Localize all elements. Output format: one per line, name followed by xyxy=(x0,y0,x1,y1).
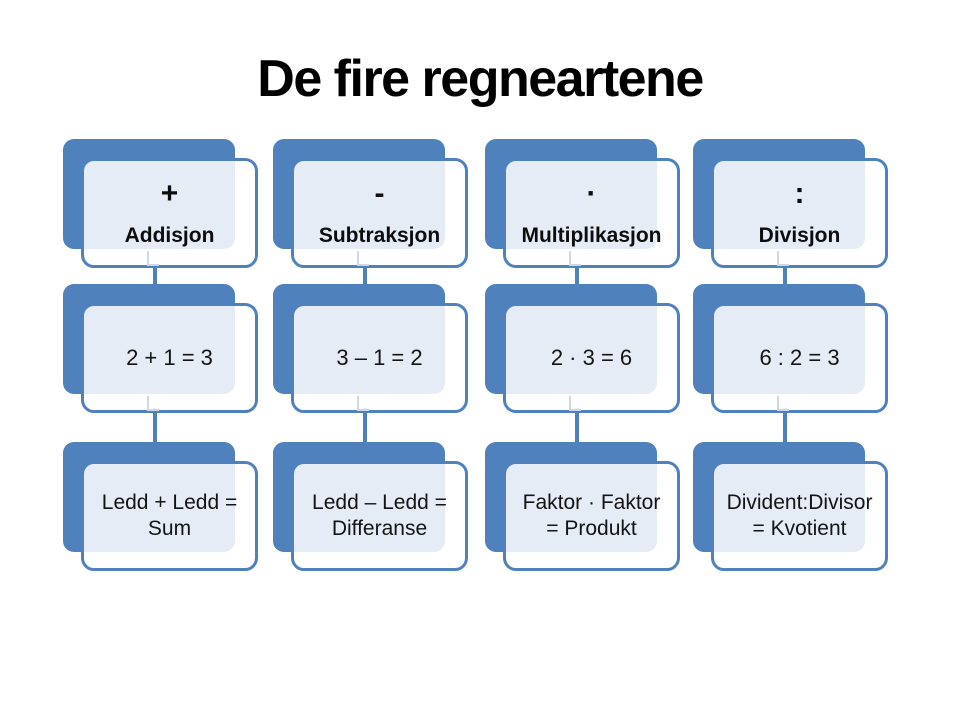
connector-line xyxy=(363,408,367,444)
connector-ghost xyxy=(777,409,789,411)
divide-operator-symbol: : xyxy=(794,176,805,210)
formula-line-2: Differanse xyxy=(331,517,428,540)
connector-ghost xyxy=(147,251,149,266)
connector-ghost xyxy=(147,264,159,266)
connector-ghost xyxy=(777,264,789,266)
operation-label: Addisjon xyxy=(124,223,215,247)
connector-ghost xyxy=(569,409,581,411)
node-addisjon-formula: Ledd + Ledd = Sum xyxy=(63,442,258,571)
multiply-operator-symbol: · xyxy=(586,176,597,210)
equation-text: 2 + 1 = 3 xyxy=(126,345,213,370)
formula-line-2: Sum xyxy=(147,517,192,540)
node-front-box: Faktor · Faktor = Produkt xyxy=(503,461,680,571)
connector-line xyxy=(363,264,367,286)
node-front-box: · Multiplikasjon xyxy=(503,158,680,268)
node-multiplikasjon-formula: Faktor · Faktor = Produkt xyxy=(485,442,680,571)
node-front-box: 2 · 3 = 6 xyxy=(503,303,680,413)
connector-ghost xyxy=(357,409,369,411)
connector-ghost xyxy=(357,264,369,266)
equation-text: 2 · 3 = 6 xyxy=(550,345,633,370)
node-subtraksjon-example: 3 – 1 = 2 xyxy=(273,284,468,413)
equation-text: 6 : 2 = 3 xyxy=(759,345,840,370)
node-subtraksjon-formula: Ledd – Ledd = Differanse xyxy=(273,442,468,571)
equation-text: 3 – 1 = 2 xyxy=(336,345,423,370)
node-addisjon-header: + Addisjon xyxy=(63,139,258,268)
formula-text: Divident:Divisor = Kvotient xyxy=(727,490,873,542)
connector-ghost xyxy=(569,396,571,411)
formula-line-2: = Kvotient xyxy=(752,517,847,540)
node-divisjon-formula: Divident:Divisor = Kvotient xyxy=(693,442,888,571)
connector-line xyxy=(783,264,787,286)
connector-ghost xyxy=(147,409,159,411)
formula-text: Ledd – Ledd = Differanse xyxy=(312,490,447,542)
node-front-box: : Divisjon xyxy=(711,158,888,268)
operation-label: Divisjon xyxy=(758,223,841,247)
minus-operator-symbol: - xyxy=(374,176,385,210)
node-front-box: 3 – 1 = 2 xyxy=(291,303,468,413)
slide-title: De fire regneartene xyxy=(257,50,704,108)
plus-operator-symbol: + xyxy=(160,176,179,210)
connector-line xyxy=(153,264,157,286)
connector-ghost xyxy=(147,396,149,411)
formula-line-1: Divident:Divisor xyxy=(726,491,873,514)
node-front-box: + Addisjon xyxy=(81,158,258,268)
connector-line xyxy=(153,408,157,444)
node-multiplikasjon-example: 2 · 3 = 6 xyxy=(485,284,680,413)
node-front-box: 6 : 2 = 3 xyxy=(711,303,888,413)
formula-line-1: Ledd + Ledd = xyxy=(101,491,238,514)
connector-ghost xyxy=(357,396,359,411)
node-front-box: - Subtraksjon xyxy=(291,158,468,268)
node-multiplikasjon-header: · Multiplikasjon xyxy=(485,139,680,268)
node-divisjon-example: 6 : 2 = 3 xyxy=(693,284,888,413)
formula-line-2: = Produkt xyxy=(546,517,637,540)
node-front-box: 2 + 1 = 3 xyxy=(81,303,258,413)
node-front-box: Divident:Divisor = Kvotient xyxy=(711,461,888,571)
node-front-box: Ledd + Ledd = Sum xyxy=(81,461,258,571)
node-front-box: Ledd – Ledd = Differanse xyxy=(291,461,468,571)
connector-ghost xyxy=(569,251,571,266)
node-subtraksjon-header: - Subtraksjon xyxy=(273,139,468,268)
connector-line xyxy=(575,408,579,444)
formula-text: Ledd + Ledd = Sum xyxy=(102,490,237,542)
formula-line-1: Faktor · Faktor xyxy=(522,491,661,514)
operation-label: Multiplikasjon xyxy=(521,223,662,247)
connector-ghost xyxy=(777,251,779,266)
connector-ghost xyxy=(569,264,581,266)
operation-label: Subtraksjon xyxy=(318,223,441,247)
node-addisjon-example: 2 + 1 = 3 xyxy=(63,284,258,413)
formula-line-1: Ledd – Ledd = xyxy=(312,491,447,514)
formula-text: Faktor · Faktor = Produkt xyxy=(523,490,661,542)
connector-line xyxy=(575,264,579,286)
connector-line xyxy=(783,408,787,444)
connector-ghost xyxy=(357,251,359,266)
connector-ghost xyxy=(777,396,779,411)
node-divisjon-header: : Divisjon xyxy=(693,139,888,268)
